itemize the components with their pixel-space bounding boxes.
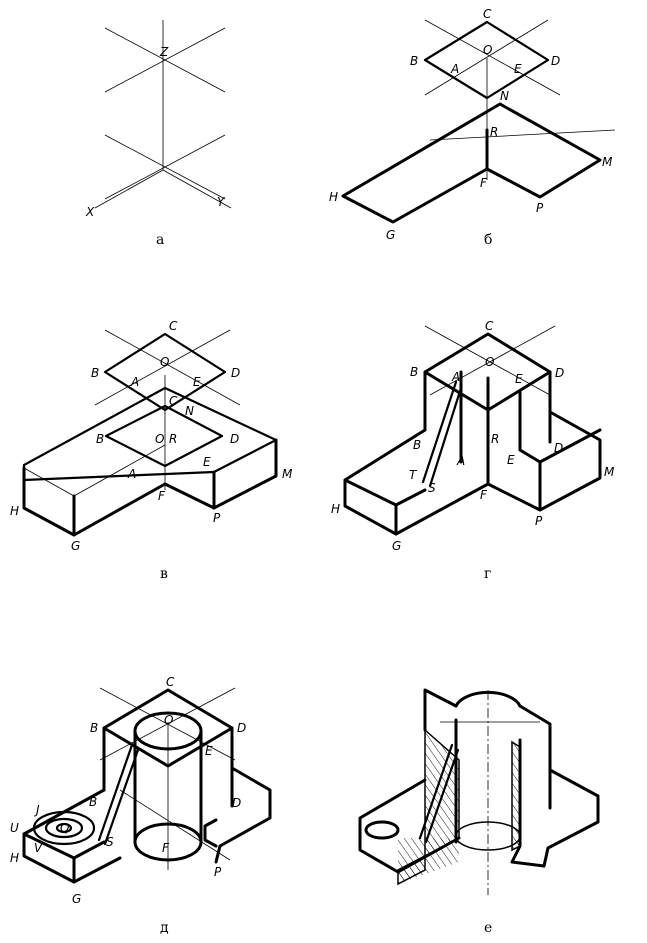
solid-outline [343,332,602,536]
label-g: G [71,539,80,553]
construction-lines [424,19,616,180]
label-b2: B [89,795,97,809]
label-o: O [160,355,169,369]
panel-d: C B O D E B D J U Q V S H F P G д [10,675,272,936]
label-d2: D [554,441,563,455]
label-s: S [106,835,114,849]
label-h: H [329,190,338,204]
caption-d: д [160,920,169,936]
label-n: N [185,404,194,418]
label-o: O [483,43,492,57]
label-d2: D [230,432,239,446]
axis-label-z: Z [159,45,169,59]
label-d: D [231,366,240,380]
label-m: M [282,467,293,481]
caption-g: г [484,566,491,582]
label-r: R [169,432,177,446]
label-e: E [205,744,213,758]
label-c2: C [169,394,178,408]
label-t: T [409,468,418,482]
upper-box-top [22,386,278,482]
label-o: O [485,355,494,369]
solid-outline [358,688,600,874]
label-h: H [10,851,19,865]
label-e: E [193,375,201,389]
label-g: G [386,228,395,242]
solid-outline [22,688,272,884]
construction-lines [94,329,241,490]
axis-label-y: Y [217,195,226,209]
label-p: P [536,201,544,215]
label-g: G [72,892,81,906]
label-f: F [480,176,488,190]
label-c: C [169,319,178,333]
label-a: A [451,370,460,384]
label-m: M [604,465,615,479]
label-j: J [34,803,40,817]
label-b2: B [413,438,421,452]
caption-a: а [156,232,164,248]
label-e2: E [203,455,211,469]
base-outline [341,102,602,224]
label-n: N [500,89,509,103]
label-s: S [428,481,436,495]
label-c: C [483,7,492,21]
top-square-cbde [423,20,550,100]
label-h: H [10,504,19,518]
hole-ring [32,810,96,846]
label-g: G [392,539,401,553]
caption-v: в [160,566,168,582]
label-d: D [551,54,560,68]
label-c: C [485,319,494,333]
label-r: R [491,432,499,446]
rib-ts [421,380,463,488]
panel-a: Z X Y а [85,20,232,248]
label-h: H [331,502,340,516]
rib [97,743,140,846]
lower-box [22,438,278,537]
label-a: A [450,62,459,76]
inner-edges [23,444,166,497]
panel-e: е [358,688,600,936]
label-a2: A [127,467,136,481]
label-e: E [515,372,523,386]
label-u: U [10,821,19,835]
panel-b: C B O D A E N R M F H P G б [329,7,616,248]
label-p: P [535,514,543,528]
panel-v: C B O D A E C N B O R D A E M F H P G в [10,319,293,582]
label-b: B [410,365,418,379]
label-q: Q [60,821,69,835]
label-a: A [130,375,139,389]
label-o: O [164,713,173,727]
label-m: M [602,155,613,169]
top-square [103,332,227,412]
label-b: B [410,54,418,68]
label-b: B [91,366,99,380]
label-d: D [237,721,246,735]
label-f: F [480,488,488,502]
label-d: D [555,366,564,380]
label-o2: O [155,432,164,446]
label-e2: E [507,453,515,467]
label-f: F [158,489,166,503]
label-v: V [34,841,43,855]
label-b: B [90,721,98,735]
axis-label-x: X [85,205,95,219]
label-p: P [213,511,221,525]
axes-construction-lines [94,20,232,209]
label-b2: B [96,432,104,446]
label-p: P [214,865,222,879]
panel-g: C B A O E D B R D A E T S M H F P G г [331,319,615,582]
rib [418,743,460,844]
caption-e: е [484,920,492,936]
middle-square [104,404,224,468]
label-r: R [490,125,498,139]
label-e: E [514,62,522,76]
label-d2: D [232,796,241,810]
label-a2: A [456,454,465,468]
label-c: C [166,675,175,689]
label-f: F [162,841,170,855]
caption-b: б [484,232,492,248]
